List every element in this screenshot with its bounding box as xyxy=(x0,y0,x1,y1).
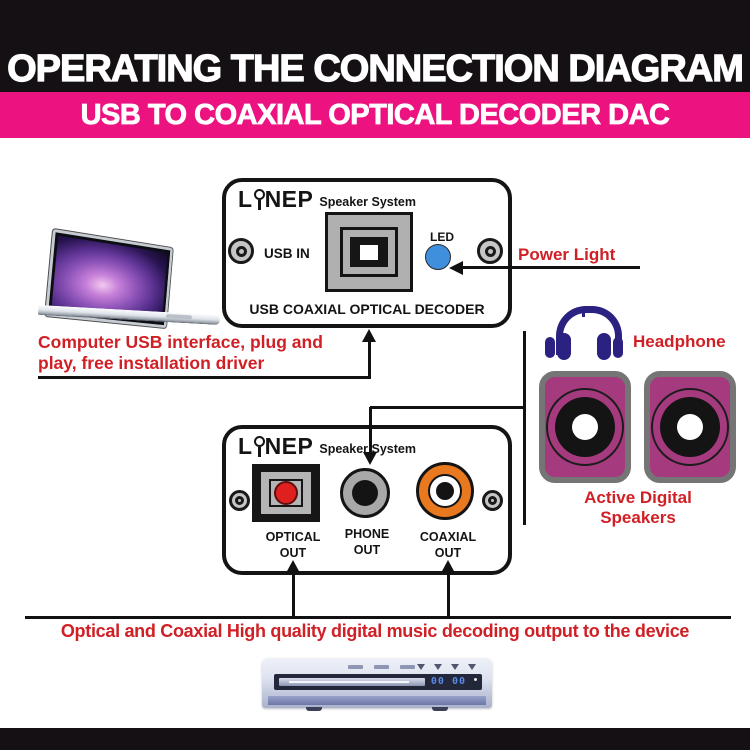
laptop-trackpad xyxy=(165,314,193,320)
coaxial-port-icon xyxy=(416,462,474,520)
computer-note-line xyxy=(38,376,371,379)
usb-up-line xyxy=(368,341,371,379)
decoder-caption: USB COAXIAL OPTICAL DECODER xyxy=(249,301,485,317)
led-indicator xyxy=(425,244,451,270)
dvd-power-dot xyxy=(474,678,477,681)
led-label: LED xyxy=(430,230,454,244)
brand-letter-l: L xyxy=(238,433,253,459)
power-light-label: Power Light xyxy=(518,245,616,264)
optical-port-icon xyxy=(252,464,320,522)
brand-logo: L NEP Speaker System xyxy=(238,186,416,212)
footer-black-bar xyxy=(0,728,750,750)
dvd-player-image: 00 00 xyxy=(262,658,492,711)
brand-tagline: Speaker System xyxy=(319,441,416,456)
usb-decoder-box: L NEP Speaker System USB IN LED USB COAX… xyxy=(222,178,512,328)
usb-b-port-icon xyxy=(325,212,413,292)
bulb-icon xyxy=(253,188,265,210)
dvd-buttons xyxy=(348,665,415,669)
page-title: OPERATING THE CONNECTION DIAGRAM xyxy=(7,48,745,90)
arrow-down-icon xyxy=(363,452,377,465)
headphone-icon xyxy=(545,303,623,361)
bulb-icon xyxy=(253,435,265,457)
header-black-bar: OPERATING THE CONNECTION DIAGRAM xyxy=(0,0,750,92)
page-subtitle: USB TO COAXIAL OPTICAL DECODER DAC xyxy=(80,98,670,131)
usb-in-label: USB IN xyxy=(264,246,310,261)
dvd-bottom-strip xyxy=(268,696,486,705)
output-note-line xyxy=(25,616,731,619)
arrow-left-icon xyxy=(449,261,463,275)
mid-connector-hline xyxy=(370,406,526,409)
brand-name: L NEP xyxy=(238,186,314,212)
header-pink-bar: USB TO COAXIAL OPTICAL DECODER DAC xyxy=(0,92,750,138)
phone-down-line xyxy=(369,407,372,454)
laptop-image xyxy=(35,224,225,329)
dvd-front-panel: 00 00 xyxy=(274,674,482,690)
headphone-label: Headphone xyxy=(633,332,726,351)
brand-tagline: Speaker System xyxy=(319,194,416,209)
screw-icon xyxy=(229,490,250,511)
brand-logo: L NEP Speaker System xyxy=(238,433,416,459)
mid-connector-vline xyxy=(523,331,526,525)
output-note: Optical and Coaxial High quality digital… xyxy=(60,621,690,641)
dvd-display: 00 00 xyxy=(430,676,466,687)
brand-letters-nep: NEP xyxy=(264,433,314,459)
speaker-icon xyxy=(644,371,736,483)
optical-out-label: OPTICAL OUT xyxy=(265,530,321,560)
brand-name: L NEP xyxy=(238,433,314,459)
screw-icon xyxy=(482,490,503,511)
power-light-line xyxy=(462,266,640,269)
arrow-up-icon xyxy=(362,329,376,342)
screw-icon xyxy=(228,238,254,264)
screw-icon xyxy=(477,238,503,264)
arrow-up-icon xyxy=(441,560,455,573)
phone-port-icon xyxy=(340,468,390,518)
coaxial-out-label: COAXIAL OUT xyxy=(419,530,477,560)
phone-out-label: PHONE OUT xyxy=(344,527,390,557)
output-decoder-box: L NEP Speaker System OPTICAL OUT xyxy=(222,425,512,575)
optical-up-line xyxy=(292,572,295,618)
arrow-up-icon xyxy=(286,560,300,573)
dvd-control-buttons xyxy=(417,664,476,670)
speaker-icon xyxy=(539,371,631,483)
active-speakers-label: Active Digital Speakers xyxy=(584,488,692,527)
brand-letters-nep: NEP xyxy=(264,186,314,212)
coaxial-up-line xyxy=(447,572,450,618)
dvd-disc-tray xyxy=(279,678,425,686)
brand-letter-l: L xyxy=(238,186,253,212)
computer-usb-note: Computer USB interface, plug and play, f… xyxy=(38,332,323,373)
